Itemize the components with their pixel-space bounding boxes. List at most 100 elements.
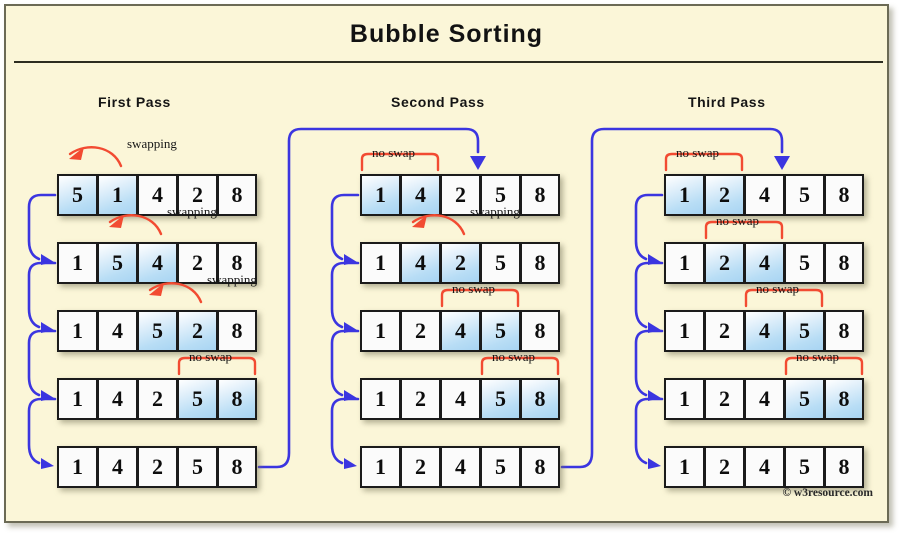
title-divider [14, 61, 883, 63]
array-cell: 2 [177, 174, 217, 216]
array-cell: 5 [480, 242, 520, 284]
array-cell: 4 [744, 446, 784, 488]
array-cell: 8 [824, 242, 864, 284]
array-cell: 4 [744, 310, 784, 352]
no-swap-label: no swap [676, 145, 719, 160]
diagram-frame: Bubble Sorting First Pass Second Pass Th… [4, 4, 889, 523]
array-cell: 5 [177, 378, 217, 420]
array-cell: 5 [784, 174, 824, 216]
pass-header-first: First Pass [98, 94, 171, 110]
array-cell: 8 [217, 378, 257, 420]
array-cell: 1 [97, 174, 137, 216]
array-cell: 4 [137, 174, 177, 216]
no-swap-label: no swap [756, 281, 799, 296]
array-cell: 8 [217, 242, 257, 284]
no-swap-label: no swap [372, 145, 415, 160]
array-cell: 5 [784, 378, 824, 420]
array-cell: 1 [664, 242, 704, 284]
array-cell: 8 [520, 446, 560, 488]
array-cell: 4 [97, 378, 137, 420]
array-cell: 4 [137, 242, 177, 284]
array-cell: 5 [137, 310, 177, 352]
array-cell: 8 [520, 378, 560, 420]
array-cell: 2 [440, 242, 480, 284]
array-cell: 2 [400, 378, 440, 420]
array-cell: 2 [177, 242, 217, 284]
array-cell: 8 [520, 174, 560, 216]
array-cell: 8 [217, 310, 257, 352]
array-cell: 5 [480, 378, 520, 420]
pass-header-second: Second Pass [391, 94, 485, 110]
array-cell: 2 [400, 310, 440, 352]
array-cell: 1 [57, 446, 97, 488]
array-cell: 2 [704, 310, 744, 352]
array-cell: 4 [400, 174, 440, 216]
array-cell: 5 [784, 242, 824, 284]
watermark: © w3resource.com [782, 487, 873, 499]
array-cell: 1 [360, 174, 400, 216]
array-cell: 4 [744, 242, 784, 284]
array-cell: 2 [704, 378, 744, 420]
array-cell: 1 [360, 446, 400, 488]
no-swap-label: no swap [796, 349, 839, 364]
array-cell: 1 [360, 242, 400, 284]
array-cell: 1 [360, 378, 400, 420]
array-cell: 5 [177, 446, 217, 488]
array-cell: 1 [664, 310, 704, 352]
array-cell: 2 [440, 174, 480, 216]
array-cell: 1 [664, 174, 704, 216]
array-cell: 8 [217, 174, 257, 216]
array-cell: 8 [824, 446, 864, 488]
page-title: Bubble Sorting [349, 20, 544, 48]
array-cell: 4 [744, 174, 784, 216]
pass-header-third: Third Pass [688, 94, 766, 110]
no-swap-label: no swap [452, 281, 495, 296]
array-cell: 5 [97, 242, 137, 284]
swapping-label: swapping [207, 272, 257, 287]
array-cell: 2 [400, 446, 440, 488]
array-cell: 5 [480, 174, 520, 216]
array-cell: 1 [360, 310, 400, 352]
array-cell: 8 [824, 310, 864, 352]
array-cell: 5 [57, 174, 97, 216]
array-cell: 4 [400, 242, 440, 284]
array-cell: 4 [97, 310, 137, 352]
array-cell: 4 [97, 446, 137, 488]
array-cell: 4 [440, 310, 480, 352]
array-cell: 1 [664, 378, 704, 420]
array-cell: 1 [57, 378, 97, 420]
array-cell: 2 [704, 446, 744, 488]
swapping-label: swapping [127, 136, 177, 151]
swapping-label: swapping [167, 204, 217, 219]
array-cell: 8 [824, 174, 864, 216]
array-cell: 2 [137, 446, 177, 488]
array-cell: 2 [177, 310, 217, 352]
array-cell: 1 [664, 446, 704, 488]
array-cell: 8 [217, 446, 257, 488]
array-cell: 1 [57, 242, 97, 284]
array-cell: 5 [480, 446, 520, 488]
array-cell: 2 [704, 242, 744, 284]
no-swap-label: no swap [189, 349, 232, 364]
array-cell: 8 [520, 242, 560, 284]
array-cell: 8 [824, 378, 864, 420]
array-cell: 5 [784, 446, 824, 488]
array-cell: 4 [440, 446, 480, 488]
array-cell: 8 [520, 310, 560, 352]
no-swap-label: no swap [716, 213, 759, 228]
array-cell: 1 [57, 310, 97, 352]
